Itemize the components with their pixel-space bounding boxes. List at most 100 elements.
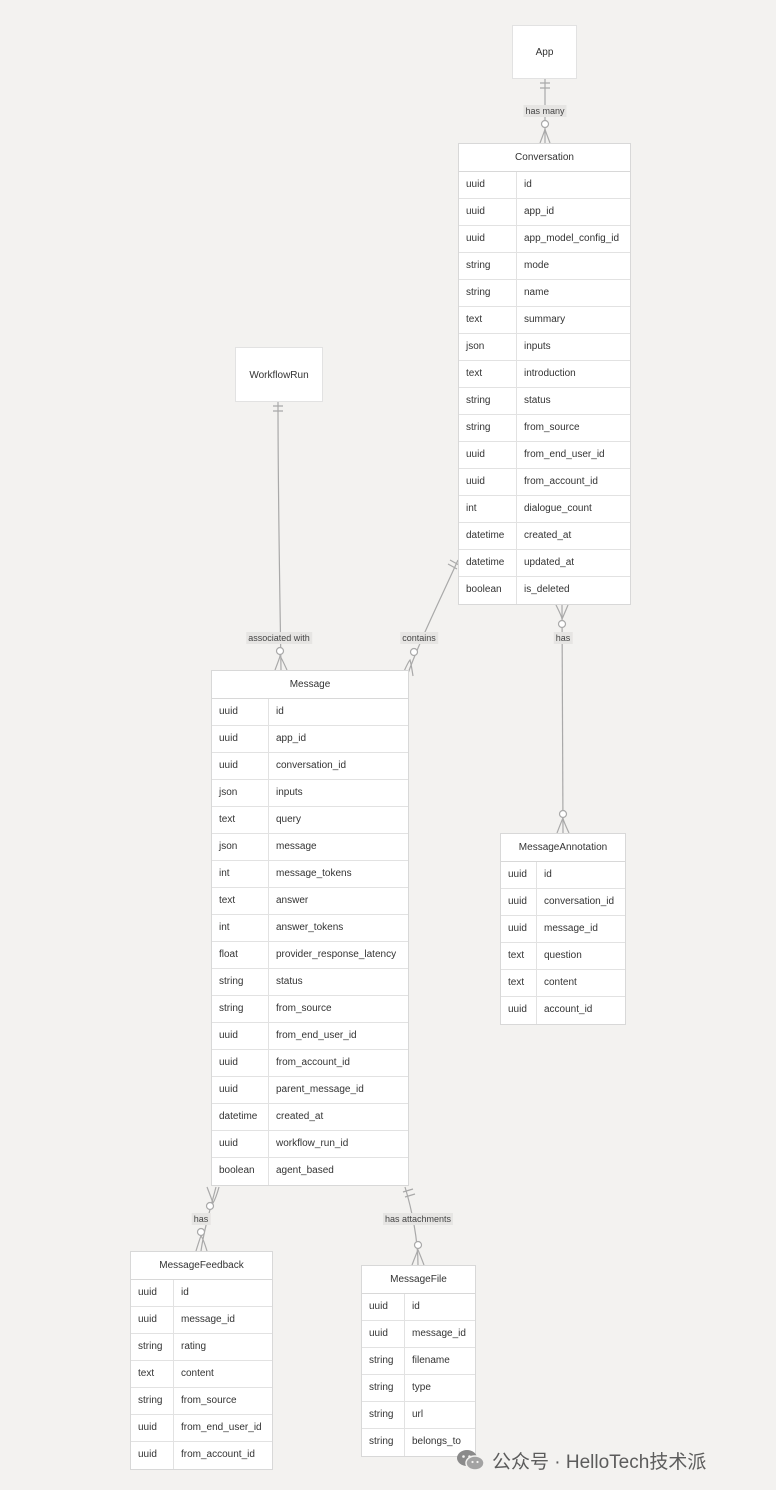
field-name: summary bbox=[524, 314, 566, 325]
zero-marker bbox=[275, 646, 285, 656]
field-type: string bbox=[131, 1334, 174, 1360]
field-name: answer_tokens bbox=[276, 922, 344, 933]
field-row: string type bbox=[362, 1375, 475, 1402]
field-name: conversation_id bbox=[544, 896, 615, 907]
field-type: text bbox=[501, 943, 537, 969]
field-type: boolean bbox=[212, 1158, 269, 1185]
watermark-text: 公众号 · HelloTech技术派 bbox=[492, 1451, 707, 1473]
field-type: uuid bbox=[131, 1307, 174, 1333]
field-type: string bbox=[362, 1375, 405, 1401]
rel-label-has-annotation: has bbox=[553, 632, 573, 644]
many-marker bbox=[411, 1248, 425, 1266]
field-name: created_at bbox=[524, 530, 572, 541]
field-type: uuid bbox=[212, 699, 269, 725]
field-type: uuid bbox=[212, 1131, 269, 1157]
field-type: string bbox=[362, 1402, 405, 1428]
field-name: content bbox=[544, 977, 577, 988]
field-type: datetime bbox=[459, 523, 517, 549]
field-name: id bbox=[412, 1301, 420, 1312]
field-name: is_deleted bbox=[524, 584, 570, 595]
field-name: type bbox=[412, 1382, 431, 1393]
field-name: id bbox=[276, 706, 284, 717]
field-name: provider_response_latency bbox=[276, 949, 397, 960]
many-marker bbox=[556, 817, 570, 834]
entity-conversation-title: Conversation bbox=[459, 144, 630, 172]
field-type: string bbox=[212, 969, 269, 995]
zero-marker bbox=[409, 647, 419, 657]
field-row: datetime created_at bbox=[459, 523, 630, 550]
field-name: id bbox=[524, 179, 532, 190]
entity-message-annotation-title: MessageAnnotation bbox=[501, 834, 625, 862]
field-name: message bbox=[276, 841, 317, 852]
field-type: string bbox=[459, 280, 517, 306]
field-type: text bbox=[501, 970, 537, 996]
field-type: uuid bbox=[459, 172, 517, 198]
field-name: from_end_user_id bbox=[524, 449, 605, 460]
field-name: from_source bbox=[276, 1003, 332, 1014]
many-marker bbox=[539, 128, 551, 144]
field-row: boolean agent_based bbox=[212, 1158, 408, 1185]
many-marker bbox=[206, 1186, 220, 1205]
field-type: int bbox=[212, 861, 269, 887]
zero-marker bbox=[205, 1201, 215, 1211]
field-type: uuid bbox=[131, 1415, 174, 1441]
field-type: uuid bbox=[459, 199, 517, 225]
rel-label-has-feedback: has bbox=[191, 1213, 211, 1225]
field-row: string belongs_to bbox=[362, 1429, 475, 1456]
field-name: from_source bbox=[181, 1395, 237, 1406]
field-name: belongs_to bbox=[412, 1436, 461, 1447]
field-type: json bbox=[212, 780, 269, 806]
field-name: content bbox=[181, 1368, 214, 1379]
field-name: introduction bbox=[524, 368, 576, 379]
entity-app[interactable]: App bbox=[512, 25, 577, 79]
field-type: uuid bbox=[212, 726, 269, 752]
entity-message-title: Message bbox=[212, 671, 408, 699]
field-type: datetime bbox=[459, 550, 517, 576]
field-type: text bbox=[459, 361, 517, 387]
field-type: uuid bbox=[501, 862, 537, 888]
field-type: uuid bbox=[459, 469, 517, 495]
field-name: dialogue_count bbox=[524, 503, 592, 514]
field-type: string bbox=[362, 1429, 405, 1456]
field-type: string bbox=[459, 253, 517, 279]
field-name: agent_based bbox=[276, 1165, 334, 1176]
entity-workflow-run[interactable]: WorkflowRun bbox=[235, 347, 323, 402]
field-name: from_account_id bbox=[181, 1449, 255, 1460]
field-name: id bbox=[544, 869, 552, 880]
field-type: string bbox=[459, 388, 517, 414]
many-marker bbox=[274, 654, 288, 671]
field-name: rating bbox=[181, 1341, 207, 1352]
field-name: from_end_user_id bbox=[276, 1030, 357, 1041]
field-name: name bbox=[524, 287, 550, 298]
many-marker bbox=[195, 1234, 208, 1252]
field-name: id bbox=[181, 1287, 189, 1298]
